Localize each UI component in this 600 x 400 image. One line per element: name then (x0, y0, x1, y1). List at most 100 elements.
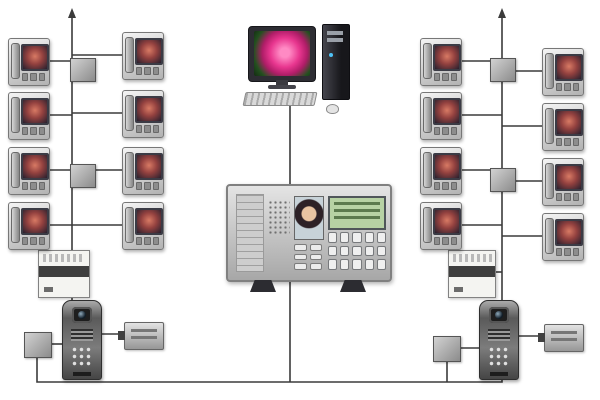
monitor-buttons (434, 127, 457, 135)
lock-power-unit-left (118, 322, 164, 350)
monitor-handset (423, 207, 432, 243)
pc-screen-rose-wallpaper (254, 31, 310, 76)
monitor-screen (555, 164, 583, 191)
pc-mouse (326, 104, 339, 114)
riser-arrow-2 (498, 8, 506, 18)
junction-box-1 (70, 58, 96, 82)
pc-monitor-stand (276, 80, 288, 85)
door-nameplate (490, 372, 508, 376)
indoor-monitor-3 (8, 147, 50, 195)
monitor-screen (135, 38, 163, 65)
management-computer (242, 24, 356, 114)
monitor-buttons (556, 248, 579, 256)
junction-box-6 (433, 336, 461, 362)
indoor-monitor-1 (8, 38, 50, 86)
indoor-monitor-6 (122, 90, 164, 138)
psu-band (39, 266, 89, 277)
master-lcd-display (328, 196, 386, 230)
psu-vents (453, 254, 493, 262)
monitor-buttons (22, 73, 45, 81)
junction-box-3 (490, 58, 516, 82)
monitor-buttons (136, 67, 159, 75)
monitor-handset (423, 152, 432, 188)
monitor-screen (135, 96, 163, 123)
monitor-screen (555, 54, 583, 81)
monitor-handset (125, 95, 134, 131)
door-nameplate (73, 372, 91, 376)
monitor-buttons (556, 193, 579, 201)
monitor-screen (21, 44, 49, 71)
monitor-handset (125, 207, 134, 243)
monitor-screen (555, 109, 583, 136)
indoor-monitor-10 (420, 92, 462, 140)
monitor-buttons (556, 138, 579, 146)
monitor-screen (135, 153, 163, 180)
monitor-buttons (22, 237, 45, 245)
monitor-screen (433, 208, 461, 235)
monitor-buttons (136, 182, 159, 190)
master-video-screen (294, 196, 324, 240)
monitor-screen (21, 98, 49, 125)
pc-power-led (329, 53, 333, 57)
pc-tower (322, 24, 350, 100)
riser-arrow-1 (68, 8, 76, 18)
pc-drive-bay (327, 31, 343, 35)
indoor-monitor-2 (8, 92, 50, 140)
monitor-handset (423, 43, 432, 79)
master-stand-foot (250, 280, 276, 292)
guard-master-station (226, 184, 392, 292)
monitor-handset (11, 152, 20, 188)
indoor-monitor-15 (542, 158, 584, 206)
indoor-monitor-7 (122, 147, 164, 195)
monitor-buttons (22, 127, 45, 135)
pc-monitor (248, 26, 316, 82)
master-speaker-grille (268, 200, 290, 234)
monitor-buttons (136, 125, 159, 133)
monitor-handset (545, 53, 554, 89)
monitor-handset (423, 97, 432, 133)
monitor-screen (433, 98, 461, 125)
monitor-screen (555, 219, 583, 246)
door-speaker (488, 329, 510, 341)
monitor-handset (11, 207, 20, 243)
power-supply-left (38, 250, 90, 298)
indoor-monitor-16 (542, 213, 584, 261)
psu-vents (43, 254, 83, 262)
indoor-monitor-9 (420, 38, 462, 86)
monitor-screen (21, 153, 49, 180)
junction-box-4 (490, 168, 516, 192)
door-station-right (479, 300, 519, 380)
master-stand-foot (340, 280, 366, 292)
monitor-handset (545, 108, 554, 144)
monitor-handset (11, 97, 20, 133)
lock-power-unit-right (538, 324, 584, 352)
indoor-monitor-14 (542, 103, 584, 151)
power-supply-right (448, 250, 496, 298)
door-camera (72, 307, 92, 323)
junction-box-2 (70, 164, 96, 188)
pc-monitor-base (268, 85, 296, 89)
indoor-monitor-13 (542, 48, 584, 96)
door-camera (489, 307, 509, 323)
indoor-monitor-5 (122, 32, 164, 80)
master-keypad (328, 232, 386, 270)
monitor-screen (433, 44, 461, 71)
monitor-handset (545, 218, 554, 254)
monitor-handset (11, 43, 20, 79)
master-label-panel (236, 194, 264, 272)
monitor-buttons (136, 237, 159, 245)
monitor-handset (125, 37, 134, 73)
door-keypad (488, 346, 510, 367)
indoor-monitor-4 (8, 202, 50, 250)
indoor-monitor-8 (122, 202, 164, 250)
monitor-buttons (556, 83, 579, 91)
master-function-buttons (294, 244, 322, 270)
indoor-monitor-11 (420, 147, 462, 195)
monitor-handset (125, 152, 134, 188)
monitor-buttons (434, 237, 457, 245)
monitor-handset (545, 163, 554, 199)
door-station-left (62, 300, 102, 380)
junction-box-5 (24, 332, 52, 358)
monitor-buttons (434, 73, 457, 81)
